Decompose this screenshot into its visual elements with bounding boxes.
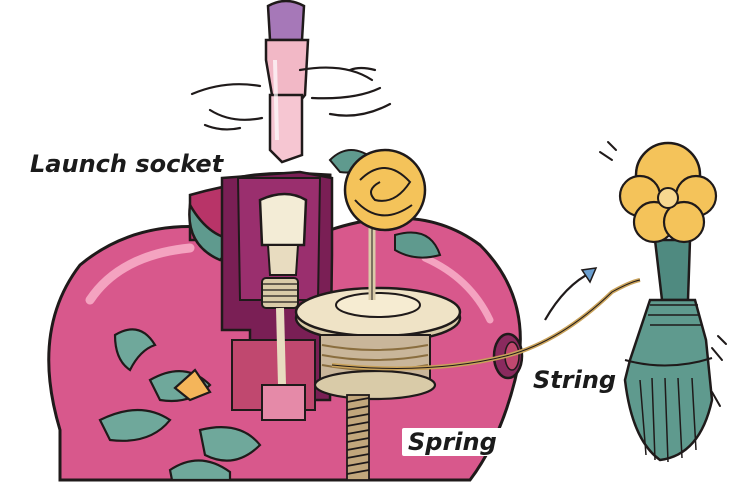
pull-direction-arrow-icon <box>544 267 598 321</box>
shake-motion-lines <box>599 141 727 407</box>
internal-mechanism <box>220 170 334 421</box>
flower-knob-icon <box>618 141 718 244</box>
launch-socket-label: Launch socket <box>30 150 224 178</box>
crown-gear <box>294 220 462 344</box>
rose-icon <box>328 148 442 259</box>
tassel-handle-icon <box>618 141 718 463</box>
spring-coil <box>346 394 370 481</box>
string-label: String <box>533 366 617 394</box>
spinning-launcher-icon <box>264 0 310 164</box>
spring-label: Spring <box>402 428 503 456</box>
spin-motion-lines <box>190 66 392 131</box>
leaf-decoration <box>98 328 262 482</box>
